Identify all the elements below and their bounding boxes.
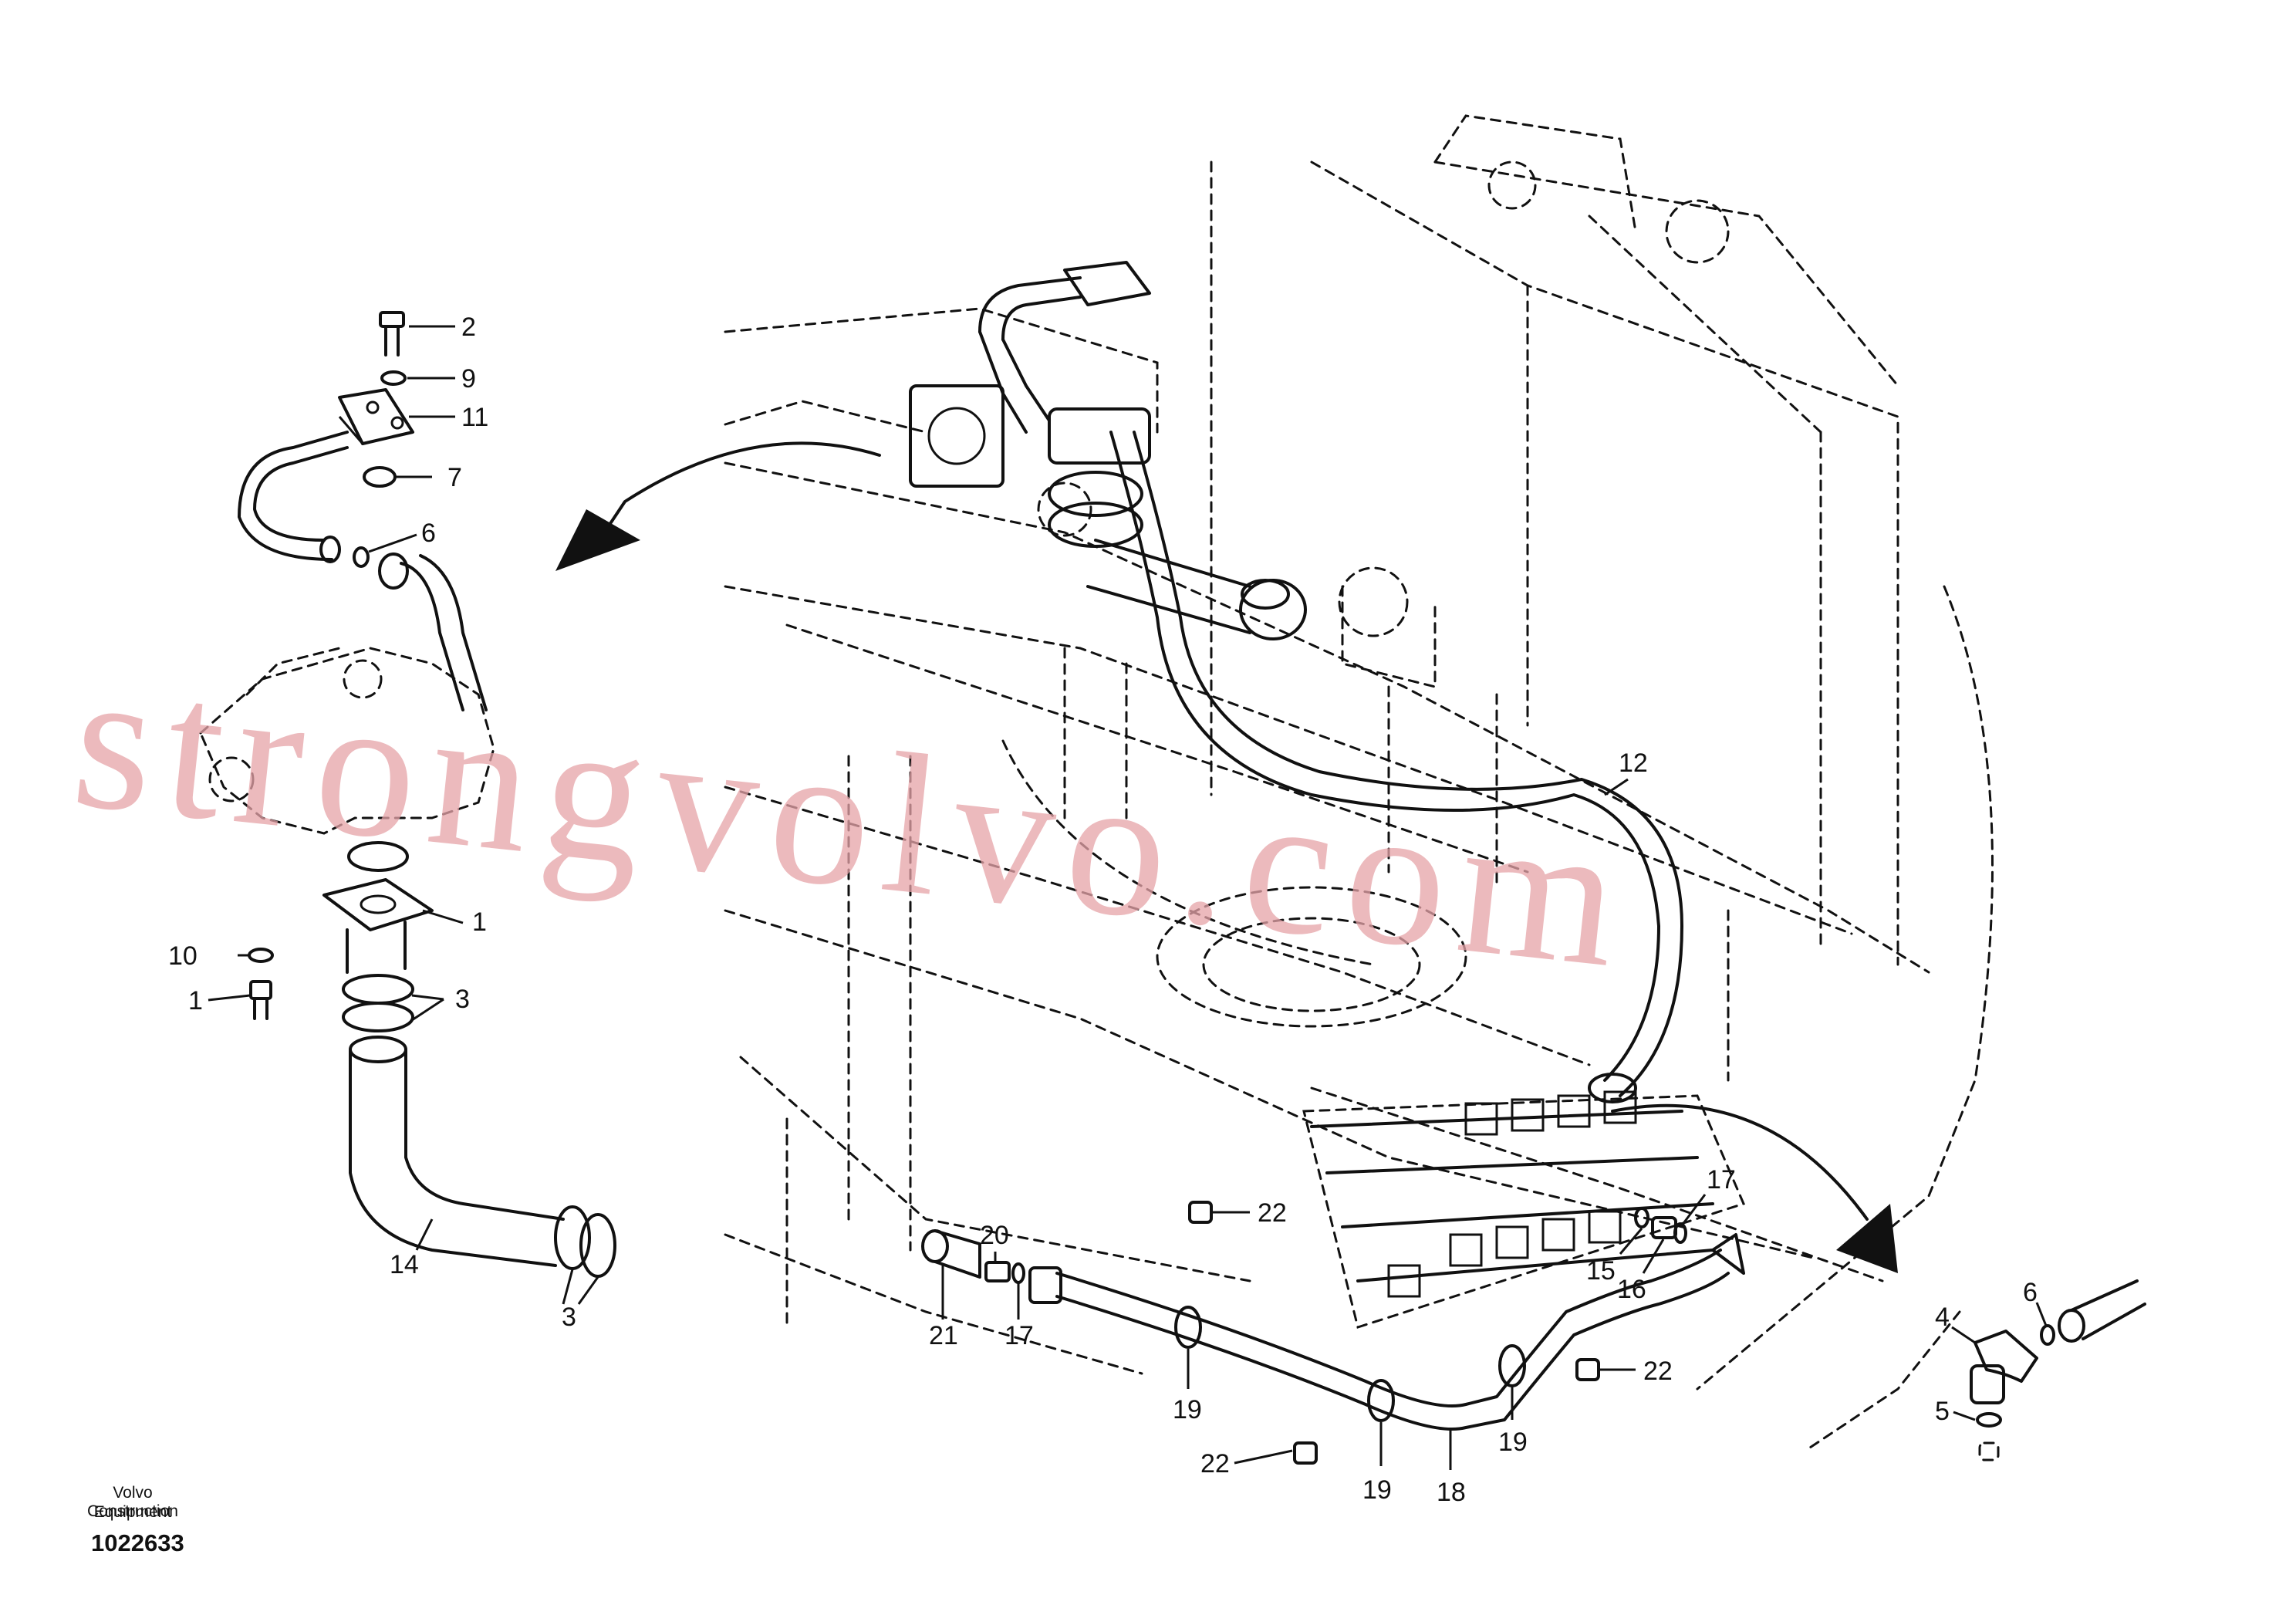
clamps-19 [1174,1306,1526,1422]
plug-bottom-right [1978,1441,2000,1461]
o-ring-17-left [1011,1262,1025,1284]
callout-22-right: 22 [1643,1357,1673,1386]
callout-19-bottom: 19 [1362,1475,1392,1505]
hose-14 [349,1036,565,1267]
callout-3-upper: 3 [455,985,470,1014]
callout-17-right: 17 [1707,1165,1736,1195]
flange-1 [322,878,434,974]
callout-4: 4 [1935,1303,1950,1332]
callout-3-lower: 3 [562,1303,576,1332]
callout-7: 7 [447,463,462,492]
bolt-1 [249,980,272,1020]
bolt-2 [379,311,405,357]
callout-14: 14 [390,1250,419,1279]
o-ring-7 [363,466,397,488]
machine-frame-outline [724,114,1994,1452]
fitting-21 [921,1229,981,1279]
clamps-3-upper [342,974,414,1032]
o-ring-5 [1976,1412,2002,1428]
pipe-detail-upper-left [238,388,414,563]
callout-labels: 2 9 11 7 6 1 10 1 3 14 3 12 20 21 17 22 … [168,313,2038,1507]
callout-22-bottom: 22 [1200,1449,1230,1478]
callout-6-left: 6 [421,519,436,548]
caption-company-line1: Volvo Construction [87,1484,178,1520]
pump-pipe-main [909,261,1307,640]
washer-10 [248,948,274,963]
o-ring-6-left [353,546,370,568]
callout-1-flange: 1 [472,907,487,937]
callout-18: 18 [1437,1478,1466,1507]
callout-6-right: 6 [2023,1278,2038,1307]
plug-22-bottom [1293,1441,1318,1465]
callout-10: 10 [168,941,198,971]
valve-spools [1387,1090,1637,1298]
hose-18 [1028,1233,1745,1431]
callout-11: 11 [461,403,488,432]
callout-1-bolt: 1 [188,986,203,1015]
direction-arrow-left [555,441,881,571]
elbow-4 [1970,1330,2038,1404]
clamps-3-lower [554,1205,616,1278]
callout-16: 16 [1617,1275,1646,1304]
callout-19-left: 19 [1173,1395,1202,1424]
callout-22-top: 22 [1258,1198,1287,1228]
plug-22-right [1575,1358,1600,1381]
callout-9: 9 [461,364,476,394]
hose-end-right [2058,1279,2146,1343]
o-ring-17-right [1673,1222,1687,1244]
callout-19-middle: 19 [1498,1428,1528,1457]
o-ring-15 [1634,1207,1649,1228]
callout-12: 12 [1619,748,1648,778]
watermark-text: strongvolvo.com [65,627,1642,1011]
callout-21: 21 [929,1321,958,1350]
drawing-number: 1022633 [91,1529,184,1556]
callout-2: 2 [461,313,476,342]
direction-arrow-right [1611,1103,1898,1273]
callout-20: 20 [980,1221,1009,1250]
callout-5: 5 [1935,1397,1950,1426]
callout-17-left: 17 [1004,1321,1034,1350]
caption-company-line2: Equipment [93,1503,172,1521]
callout-15: 15 [1586,1256,1616,1286]
pump-housing-detail [199,647,495,835]
washer-9 [380,370,407,386]
plug-22-top [1188,1201,1213,1224]
o-ring-6-right [2040,1324,2055,1346]
leader-lines [208,325,2048,1470]
hose-detail-left [378,552,488,711]
adapter-20 [984,1261,1011,1282]
control-valve [1302,1090,1746,1329]
o-ring-lower-left [347,841,409,872]
